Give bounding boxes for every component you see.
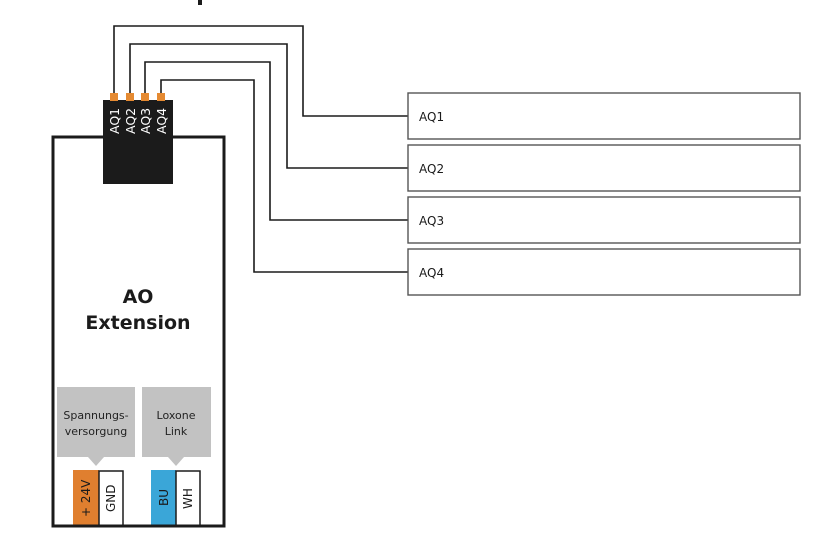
pin-label-aq2: AQ2 (123, 108, 138, 134)
connector: AQ1 AQ2 AQ3 AQ4 (103, 93, 173, 184)
device-body (51, 135, 226, 528)
pointer-icon (168, 457, 184, 466)
output-box-aq4: AQ4 (407, 248, 801, 296)
device-title-line2: Extension (85, 312, 190, 334)
output-box-aq3: AQ3 (407, 196, 801, 244)
terminal-gnd (98, 470, 124, 527)
pin-label-aq4: AQ4 (154, 108, 169, 134)
pin-label-aq3: AQ3 (138, 108, 153, 134)
output-box-aq2: AQ2 (407, 144, 801, 192)
output-box-aq1: AQ1 (407, 92, 801, 140)
terminal-label-bu: BU (157, 489, 171, 506)
pin-aq4 (157, 93, 165, 101)
group-label-line2: Link (165, 425, 188, 438)
pin-aq3 (141, 93, 149, 101)
output-label: AQ4 (419, 266, 444, 280)
wire-aq1 (113, 25, 408, 117)
pin-aq2 (126, 93, 134, 101)
terminal-label-gnd: GND (104, 484, 118, 512)
wires (113, 25, 408, 273)
pointer-icon (88, 457, 104, 466)
output-label: AQ1 (419, 110, 444, 124)
group-label-line2: versorgung (65, 425, 128, 438)
group-label-power-supply: Spannungs- versorgung (57, 387, 135, 466)
wire-aq3 (144, 61, 408, 221)
group-label-loxone-link: Loxone Link (142, 387, 211, 466)
connector-body (103, 100, 173, 184)
device-title-line1: AO (123, 286, 154, 308)
terminal-bu (151, 470, 176, 526)
group-label-line1: Spannungs- (63, 409, 128, 422)
cropped-heading-fragment (198, 0, 202, 5)
group-label-line1: Loxone (157, 409, 196, 422)
pin-aq1 (110, 93, 118, 101)
terminal-label-24v: + 24V (79, 479, 93, 517)
terminals: + 24V GND BU WH (73, 470, 201, 527)
output-label: AQ2 (419, 162, 444, 176)
terminal-label-wh: WH (181, 488, 195, 509)
wire-aq2 (129, 43, 408, 169)
pin-label-aq1: AQ1 (107, 108, 122, 134)
terminal-wh (175, 470, 201, 527)
wire-aq4 (160, 79, 408, 273)
terminal-24v (73, 470, 99, 526)
output-label: AQ3 (419, 214, 444, 228)
